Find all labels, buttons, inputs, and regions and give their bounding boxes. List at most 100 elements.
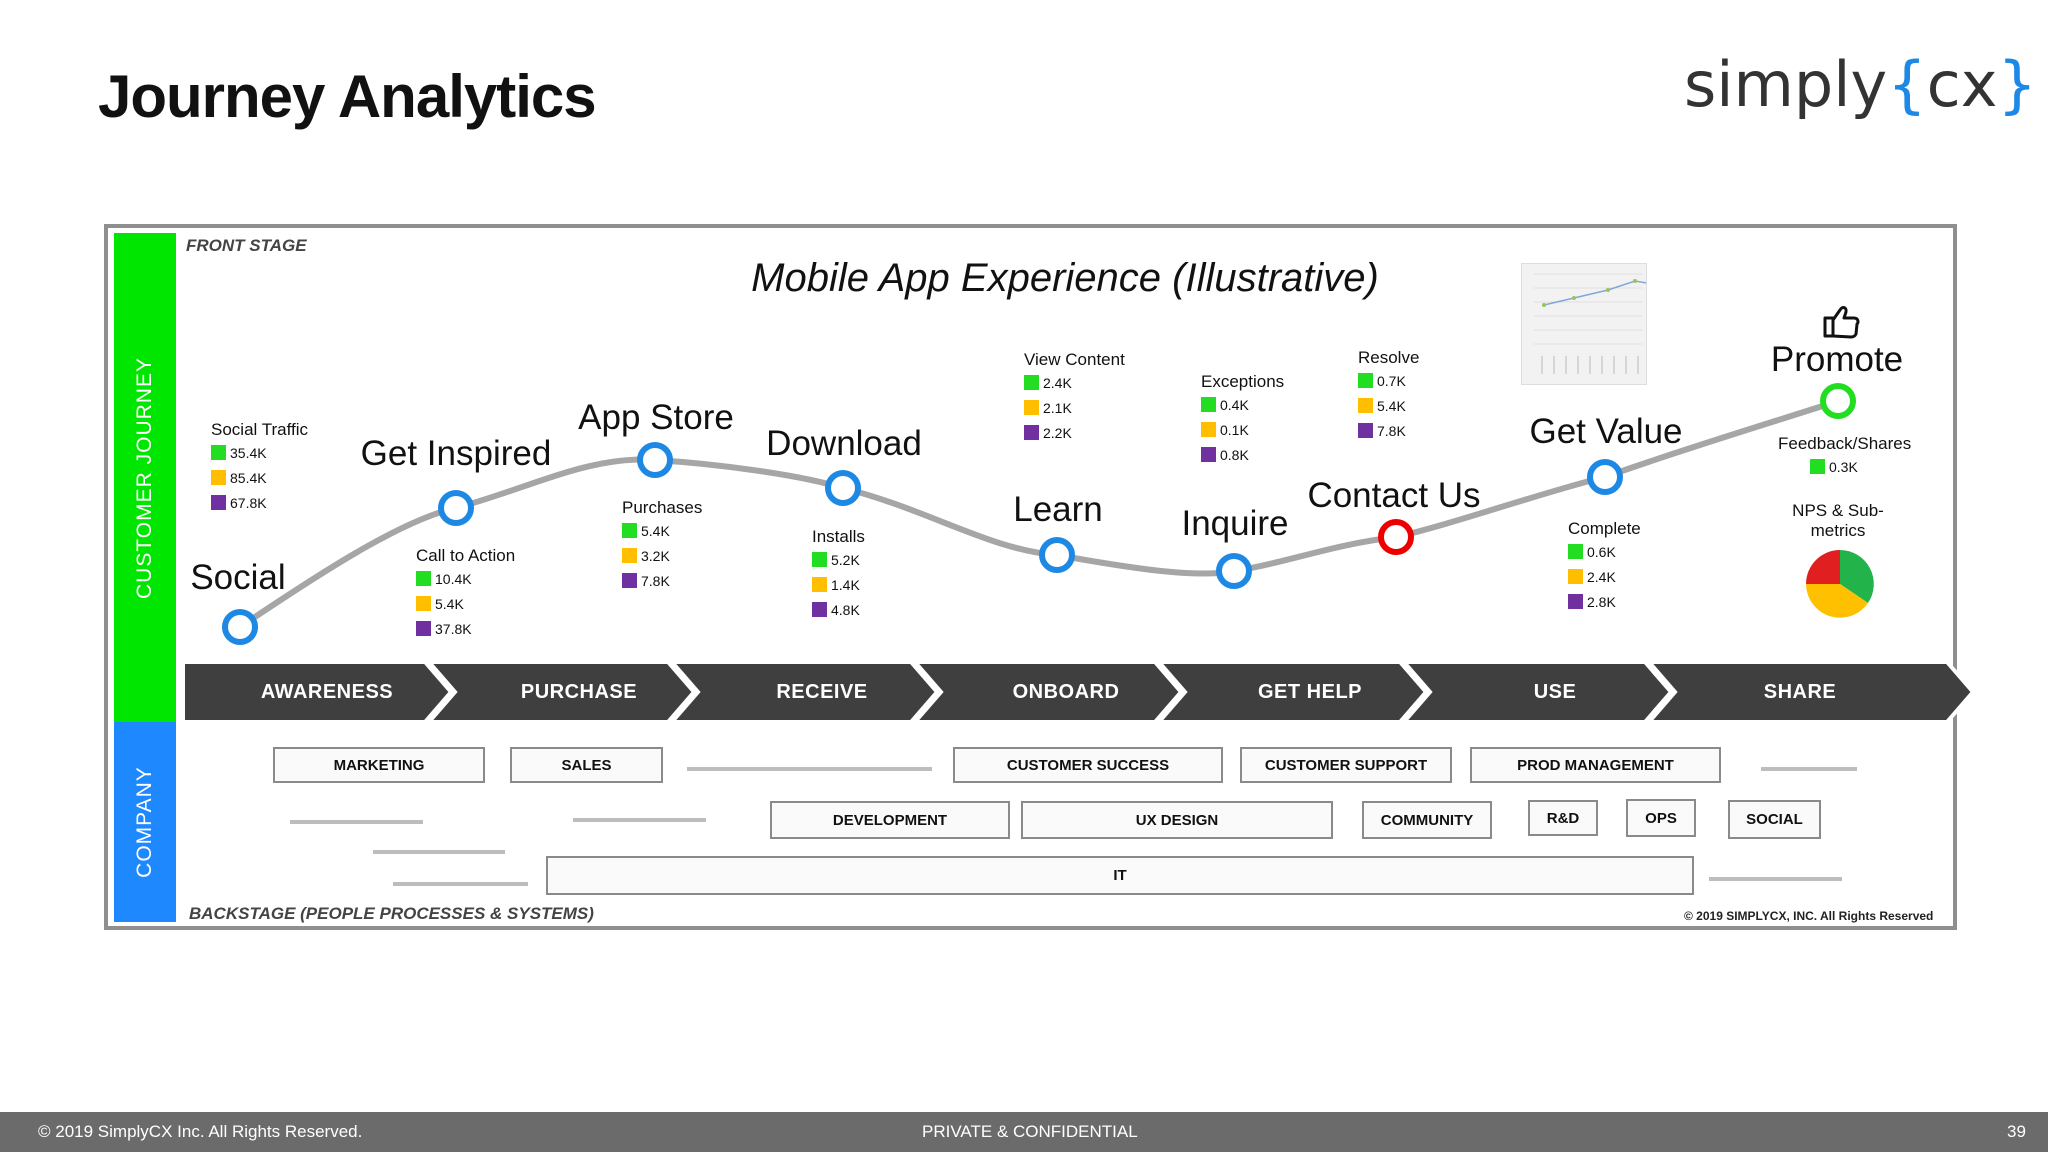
stage-contact-us: Contact Us: [1307, 476, 1481, 515]
metric-row-green: 2.4K: [1024, 370, 1125, 395]
placeholder-line: [290, 820, 423, 824]
nps-title-line2: metrics: [1810, 521, 1866, 540]
metric-value: 4.8K: [831, 601, 860, 618]
phase-arrow-share: [1644, 660, 1976, 724]
phase-purchase: PURCHASE: [520, 681, 638, 703]
metric-value: 5.2K: [831, 551, 860, 568]
stage-promote: Promote: [1770, 340, 1904, 379]
metric-title: Call to Action: [416, 546, 516, 565]
dept-sales: SALES: [510, 747, 663, 783]
metric-value: 2.8K: [1587, 593, 1616, 610]
metric-title: View Content: [1024, 350, 1125, 369]
stage-inquire: Inquire: [1181, 504, 1289, 543]
metric-value: 7.8K: [641, 572, 670, 589]
slide-footer: © 2019 SimplyCX Inc. All Rights Reserved…: [0, 1112, 2048, 1152]
metric-title: Social Traffic: [211, 420, 309, 439]
dept-prod-management: PROD MANAGEMENT: [1470, 747, 1721, 783]
metric-value: 35.4K: [230, 444, 267, 461]
metric-row-purple: 7.8K: [1358, 418, 1419, 443]
footer-copyright: © 2019 SimplyCX Inc. All Rights Reserved…: [38, 1122, 363, 1141]
journey-node-app-store: [637, 442, 673, 478]
metric-row-green: 35.4K: [211, 440, 308, 465]
phase-arrow-receive: [667, 660, 940, 724]
phase-arrow-awareness: [181, 660, 454, 724]
phase-awareness: AWARENESS: [260, 681, 394, 703]
metric-row-green: 10.4K: [416, 566, 515, 591]
journey-node-get-value: [1587, 459, 1623, 495]
metric-value: 67.8K: [230, 494, 267, 511]
nps-title-line1: NPS & Sub-: [1792, 501, 1884, 520]
phase-arrow-purchase: [424, 660, 697, 724]
metric-row-green: 0.3K: [1810, 454, 1911, 479]
stage-get-value: Get Value: [1529, 412, 1683, 451]
metric-value: 2.1K: [1043, 399, 1072, 416]
phase-receive: RECEIVE: [776, 681, 868, 703]
dept-it: IT: [546, 856, 1694, 895]
metric-row-purple: 67.8K: [211, 490, 308, 515]
stage-social: Social: [190, 558, 286, 597]
customer-journey-band: CUSTOMER JOURNEY: [114, 233, 176, 722]
metric-value: 2.4K: [1043, 374, 1072, 391]
metric-row-green: 0.6K: [1568, 539, 1641, 564]
dept-ops: OPS: [1626, 799, 1696, 837]
metric-value: 5.4K: [1377, 397, 1406, 414]
company-band: COMPANY: [114, 722, 176, 922]
backstage-label: BACKSTAGE (PEOPLE PROCESSES & SYSTEMS): [189, 904, 594, 923]
dept-customer-support: CUSTOMER SUPPORT: [1240, 747, 1452, 783]
nps-pie-slice-green: [1840, 550, 1874, 603]
metric-block-resolve: Resolve 0.7K 5.4K 7.8K: [1358, 348, 1419, 443]
nps-pie-chart: [1806, 550, 1874, 618]
front-stage-label: FRONT STAGE: [186, 236, 307, 255]
phase-arrow-use: [1399, 660, 1674, 724]
metric-value: 37.8K: [435, 620, 472, 637]
trend-chart-graphic: [1534, 273, 1659, 374]
metric-block-social-traffic: Social Traffic 35.4K 85.4K 67.8K: [211, 420, 308, 515]
metric-value: 2.4K: [1587, 568, 1616, 585]
footer-page-number: 39: [2007, 1122, 2026, 1141]
metric-value: 0.1K: [1220, 421, 1249, 438]
metric-value: 85.4K: [230, 469, 267, 486]
metric-block-complete: Complete 0.6K 2.4K 2.8K: [1568, 519, 1641, 614]
diagram-title: Mobile App Experience (Illustrative): [751, 256, 1379, 300]
metric-row-purple: 2.2K: [1024, 420, 1125, 445]
metric-title: Feedback/Shares: [1778, 434, 1912, 453]
metric-block-purchases: Purchases 5.4K 3.2K 7.8K: [622, 498, 702, 593]
stage-get-inspired: Get Inspired: [360, 434, 552, 473]
nps-pie-slice-red: [1806, 550, 1840, 584]
metric-value: 7.8K: [1377, 422, 1406, 439]
metric-value: 2.2K: [1043, 424, 1072, 441]
trend-chart-thumbnail: [1521, 263, 1659, 385]
metric-value: 0.6K: [1587, 543, 1616, 560]
metric-value: 3.2K: [641, 547, 670, 564]
placeholder-line: [1761, 767, 1857, 771]
dept-ux-design: UX DESIGN: [1021, 801, 1333, 839]
journey-node-contact-us: [1378, 519, 1414, 555]
metric-block-feedback-shares: Feedback/Shares 0.3K: [1778, 434, 1911, 479]
page-title: Journey Analytics: [98, 63, 597, 130]
logo-bracket-close: }: [1997, 48, 2037, 121]
placeholder-line: [1709, 877, 1842, 881]
logo-bracket-open: {: [1887, 48, 1927, 121]
metric-value: 5.4K: [435, 595, 464, 612]
journey-node-inquire: [1216, 553, 1252, 589]
journey-node-learn: [1039, 537, 1075, 573]
metric-value: 5.4K: [641, 522, 670, 539]
frame-copyright: © 2019 SIMPLYCX, INC. All Rights Reserve…: [1684, 909, 1934, 923]
metric-value: 0.3K: [1829, 458, 1858, 475]
placeholder-line: [373, 850, 505, 854]
placeholder-line: [687, 767, 932, 771]
metric-row-yellow: 2.1K: [1024, 395, 1125, 420]
metric-value: 0.8K: [1220, 446, 1249, 463]
metric-row-yellow: 2.4K: [1568, 564, 1641, 589]
metric-block-exceptions: Exceptions 0.4K 0.1K 0.8K: [1201, 372, 1284, 467]
metric-row-green: 5.2K: [812, 547, 865, 572]
dept-development: DEVELOPMENT: [770, 801, 1010, 839]
phase-onboard: ONBOARD: [1012, 681, 1120, 703]
phase-arrow-onboard: [910, 660, 1184, 724]
metric-row-purple: 7.8K: [622, 568, 702, 593]
metric-row-green: 0.4K: [1201, 392, 1284, 417]
dept-rnd: R&D: [1528, 800, 1598, 836]
logo-cx: cx: [1926, 48, 1998, 121]
metric-title: Exceptions: [1201, 372, 1285, 391]
dept-community: COMMUNITY: [1362, 801, 1492, 839]
